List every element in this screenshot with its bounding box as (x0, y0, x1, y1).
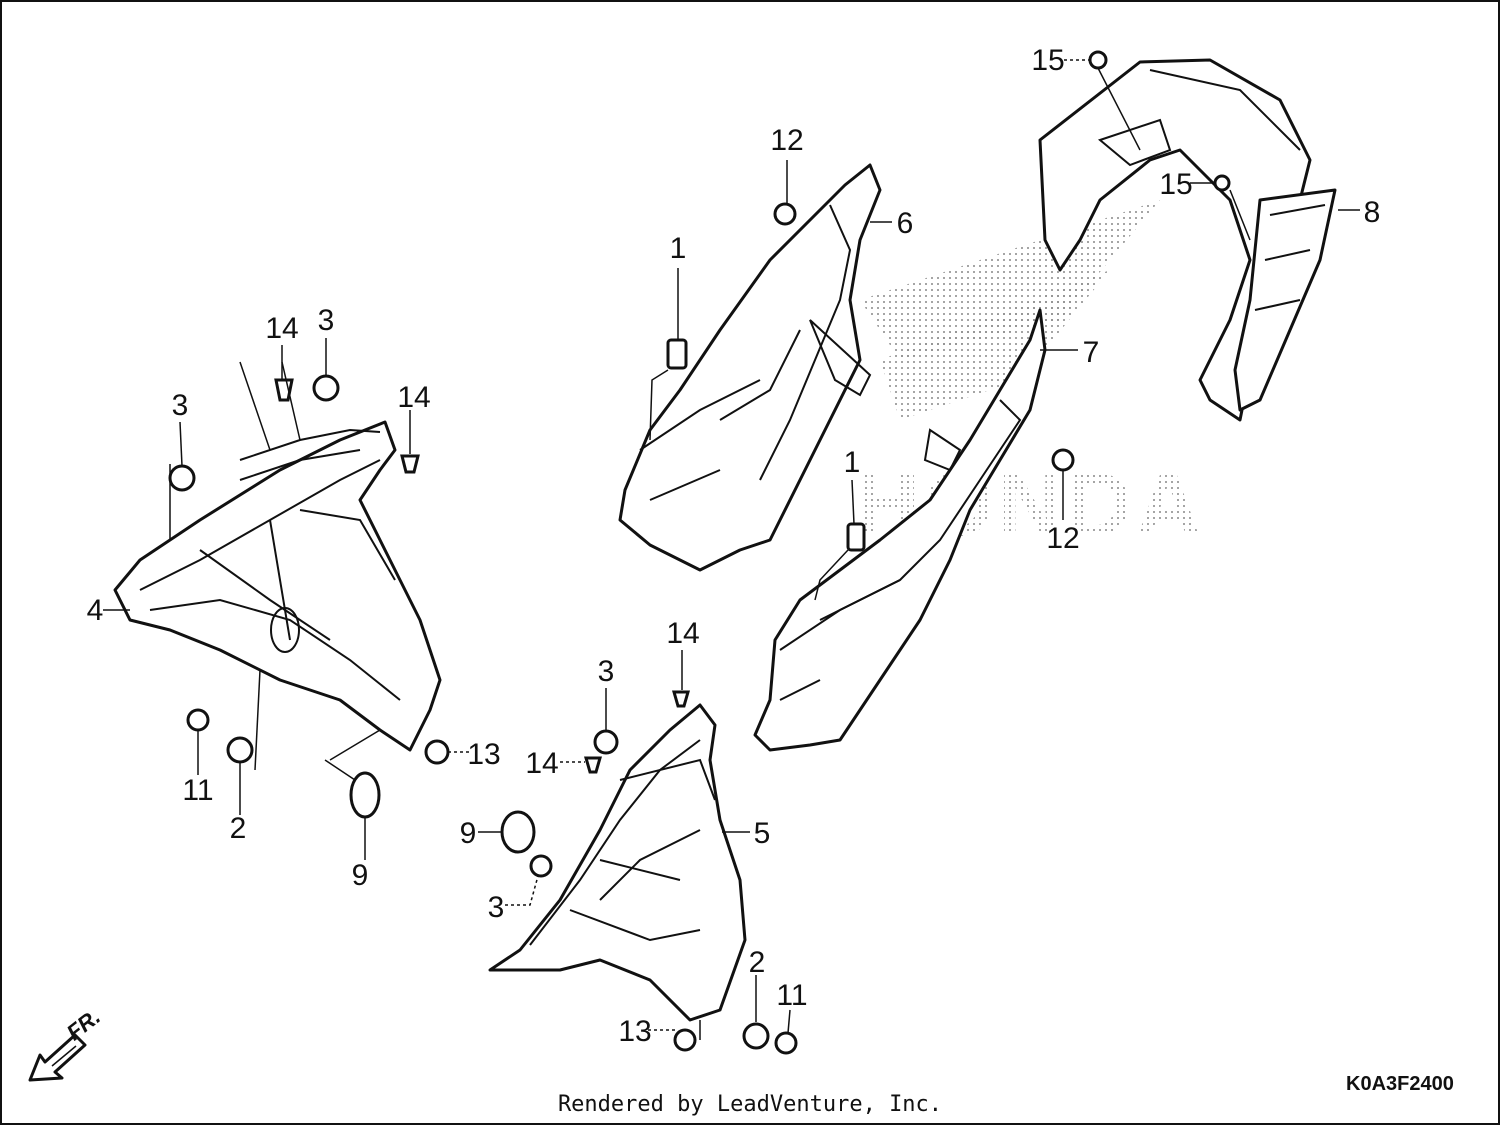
grommet-1a (666, 338, 688, 370)
screw-15a (1088, 50, 1108, 70)
callout-4: 4 (87, 594, 104, 627)
callout-3: 3 (488, 891, 505, 924)
callout-7: 7 (1083, 336, 1100, 369)
callout-8: 8 (1364, 196, 1381, 229)
callout-15: 15 (1159, 168, 1192, 201)
callout-12: 12 (770, 124, 803, 157)
clip-14b (400, 454, 420, 474)
part-6-side-cover[interactable] (618, 163, 882, 572)
honda-watermark: HONDA (855, 200, 1201, 555)
grommet-3a (312, 374, 340, 402)
clip-13b (673, 1028, 697, 1052)
callout-13: 13 (467, 738, 500, 771)
callout-12: 12 (1046, 522, 1079, 555)
part-8-rear-cover[interactable] (1038, 58, 1337, 422)
part-4-under-cover[interactable] (113, 420, 442, 752)
callout-15: 15 (1031, 44, 1064, 77)
bolt-11a (186, 708, 210, 732)
callout-14: 14 (265, 312, 298, 345)
grommet-9b (500, 810, 536, 854)
callouts: 15 15 8 12 6 1 7 1 12 14 3 3 14 4 11 2 9… (87, 44, 1381, 1048)
callout-9: 9 (460, 817, 477, 850)
bolt-12b (1051, 448, 1075, 472)
callout-2: 2 (749, 946, 766, 979)
bolt-12a (773, 202, 797, 226)
grommet-3c (593, 729, 619, 755)
callout-11: 11 (182, 774, 213, 807)
callout-6: 6 (897, 207, 914, 240)
callout-13: 13 (618, 1015, 651, 1048)
callout-14: 14 (397, 381, 430, 414)
callout-3: 3 (598, 655, 615, 688)
credit-line: Rendered by LeadVenture, Inc. (557, 1092, 943, 1117)
clip-13a (424, 739, 450, 765)
screw-15b (1213, 174, 1231, 192)
callout-14: 14 (525, 747, 558, 780)
callout-9: 9 (352, 859, 369, 892)
leader-lines (103, 59, 1360, 1040)
clip-14c (672, 690, 690, 708)
grommet-1b (846, 522, 866, 552)
part-7-side-cover[interactable] (753, 308, 1047, 752)
grommet-3b (168, 464, 196, 492)
grommet-9a (349, 771, 381, 819)
bolt-11b (774, 1031, 798, 1055)
washer-2a (226, 736, 254, 764)
callout-1: 1 (670, 232, 687, 265)
callout-11: 11 (776, 979, 807, 1012)
callout-5: 5 (754, 817, 771, 850)
washer-2b (742, 1022, 770, 1050)
callout-3: 3 (172, 389, 189, 422)
diagram-code: K0A3F2400 (1346, 1073, 1454, 1095)
front-direction-arrow-icon (28, 1033, 87, 1082)
callout-1: 1 (844, 446, 861, 479)
callout-14: 14 (666, 617, 699, 650)
clip-14d (584, 756, 602, 774)
fasteners (168, 50, 1231, 1055)
callout-3: 3 (318, 304, 335, 337)
grommet-3d (529, 854, 553, 878)
part-5-under-cover[interactable] (488, 703, 747, 1022)
callout-2: 2 (230, 812, 247, 845)
